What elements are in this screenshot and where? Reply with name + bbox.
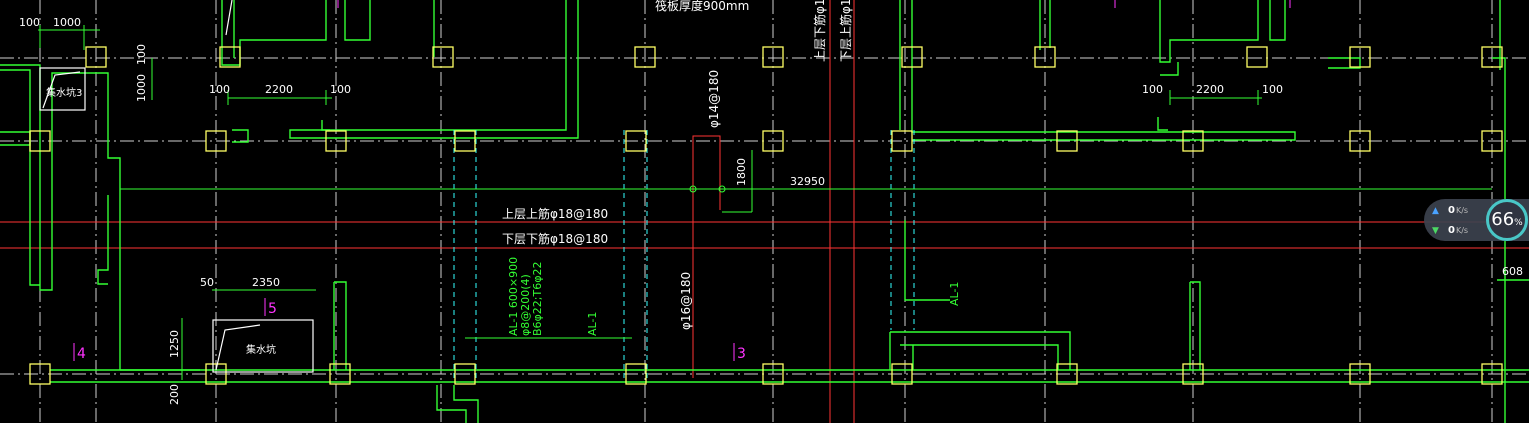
dim-50: 50 [200,276,214,289]
note-upper-rebar: 上层上筋φ18@180 [502,206,608,221]
cpu-usage-gauge[interactable]: 66% [1486,199,1528,241]
columns [29,46,1503,385]
dimension-node [718,185,726,193]
beam-al1-mid-label: AL-1 [586,312,599,336]
dim-32950: 32950 [790,175,825,188]
note-phi14: φ14@180 [707,70,721,128]
dim-100d: 100 [330,83,351,96]
dim-1800: 1800 [735,158,748,186]
beam-al1-stirrup: φ8@200(4) [519,274,532,336]
download-unit: K/s [1455,226,1469,235]
beam-al1-right-label: AL-1 [948,282,961,306]
upload-value: 0 [1448,205,1455,216]
dim-2350: 2350 [252,276,280,289]
upload-speed-row: ▲ 0K/s [1432,205,1468,216]
dim-100e: 100 [1142,83,1163,96]
beam-al1-spec: AL-1 600×900 [507,257,520,336]
pit-outlines [39,0,314,373]
dim-1000v: 1000 [135,74,148,102]
dim-100b: 100 [135,44,148,65]
dim-100f: 100 [1262,83,1283,96]
dimension-node [689,185,697,193]
download-arrow-icon: ▼ [1432,226,1439,236]
cpu-percent-value: 66 [1491,209,1515,230]
dim-608: 608 [1502,265,1523,278]
dim-1250: 1250 [168,330,181,358]
dim-2200b: 2200 [1196,83,1224,96]
pit-label-3: 集水坑3 [46,86,82,99]
dim-1000: 1000 [53,16,81,29]
pit-label: 集水坑 [246,343,276,356]
note-vertical-upper: 上层下筋φ18@ [812,0,827,62]
note-phi16: φ16@180 [679,272,693,330]
note-vertical-lower: 下层上筋φ18@ [838,0,853,62]
dim-100c: 100 [209,83,230,96]
download-speed-row: ▼ 0K/s [1432,225,1468,236]
note-lower-rebar: 下层下筋φ18@180 [502,231,608,246]
upload-arrow-icon: ▲ [1432,206,1439,216]
dim-200: 200 [168,384,181,405]
percent-sign: % [1514,218,1523,228]
axis-mark-3: 3 [737,346,746,362]
dim-100a: 100 [19,16,40,29]
axis-mark-4: 4 [77,346,86,362]
download-value: 0 [1448,225,1455,236]
note-raft-thickness: 筏板厚度900mm [655,0,749,13]
upload-unit: K/s [1455,206,1469,215]
beam-al1-rebar: B6φ22;T6φ22 [531,262,544,336]
axis-mark-5: 5 [268,301,277,317]
dimension-lines [38,25,1492,380]
dim-2200a: 2200 [265,83,293,96]
